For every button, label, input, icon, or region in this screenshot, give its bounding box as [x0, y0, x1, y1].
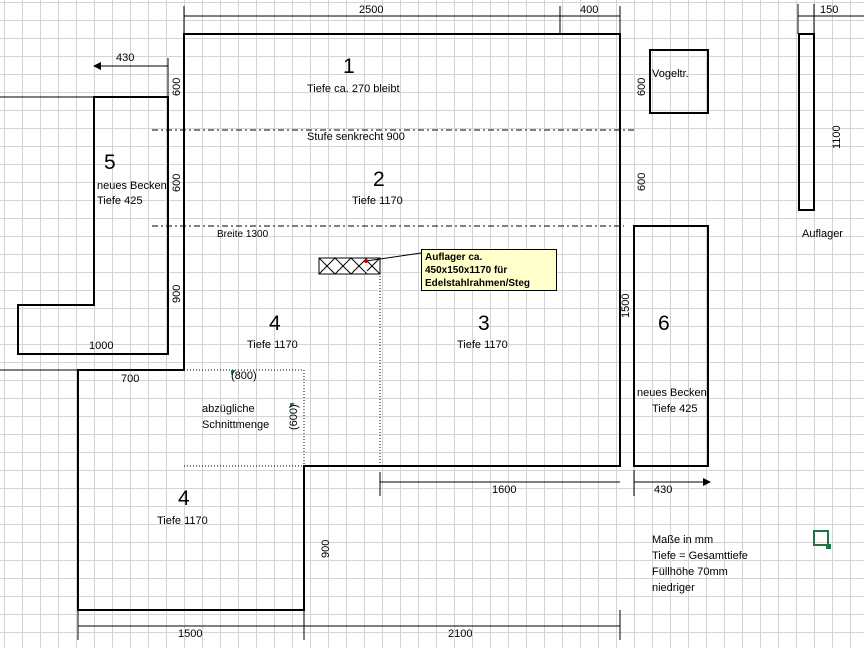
- callout-line-2: 450x150x1170 für: [425, 265, 508, 276]
- dim-2100: 2100: [448, 628, 473, 640]
- dim-900-bottom: 900: [320, 539, 332, 558]
- dotted-lines: [184, 276, 381, 467]
- callout-line-3: Edelstahlrahmen/Steg: [425, 278, 531, 289]
- area-6-number: 6: [658, 312, 670, 335]
- area-6-label-1: neues Becken: [637, 387, 707, 399]
- notes-line-2: Tiefe = Gesamttiefe: [652, 550, 748, 562]
- area-2-number: 2: [373, 168, 385, 191]
- area-6-label-2: Tiefe 425: [652, 403, 698, 415]
- dim-800: (800): [231, 370, 257, 382]
- dim-600-right-b: 600: [636, 172, 648, 191]
- area-4-upper-label: Tiefe 1170: [247, 339, 298, 351]
- support-label: Auflager: [802, 228, 843, 240]
- section-lines: [152, 129, 636, 227]
- area-5-label-2: Tiefe 425: [97, 195, 143, 207]
- support-outline: [798, 33, 815, 211]
- area-1-number: 1: [343, 55, 355, 78]
- area-4-lower-number: 4: [178, 487, 190, 510]
- area-3-number: 3: [478, 312, 490, 335]
- cut-label-2: Schnittmenge: [202, 419, 270, 431]
- main-basin-outline: [77, 33, 621, 611]
- area-1-label: Tiefe ca. 270 bleibt: [307, 83, 400, 95]
- dim-1500-bottom: 1500: [178, 628, 203, 640]
- basin-6-outline: [633, 225, 709, 467]
- basin-outlines: [17, 33, 815, 611]
- dim-600-left-b: 600: [171, 173, 183, 192]
- step-label: Stufe senkrecht 900: [307, 131, 405, 143]
- dim-1000: 1000: [89, 340, 114, 352]
- basin-5-outline: [17, 96, 169, 355]
- area-4-lower-label: Tiefe 1170: [157, 515, 208, 527]
- callout-marker: [364, 259, 368, 263]
- dim-150: 150: [820, 4, 839, 16]
- callout-line-1: Auflager ca.: [425, 252, 483, 263]
- area-5-label-1: neues Becken: [97, 180, 167, 192]
- dim-1600: 1600: [492, 484, 517, 496]
- notes-line-3: Füllhöhe 70mm: [652, 566, 728, 578]
- callout-leader: [365, 252, 422, 262]
- dim-430-bottom: 430: [654, 484, 673, 496]
- dim-900-left: 900: [171, 284, 183, 303]
- bird-bath-outline: [649, 49, 709, 114]
- bird-bath-label: Vogeltr.: [652, 68, 689, 80]
- notes-line-1: Maße in mm: [652, 534, 714, 546]
- dim-2500: 2500: [359, 4, 384, 16]
- cut-label-1: abzügliche: [202, 403, 255, 415]
- cell-note-triangle-2: [290, 403, 295, 408]
- notes-block: Maße in mm Tiefe = Gesamttiefe Füllhöhe …: [652, 532, 748, 596]
- dim-430-top: 430: [116, 52, 135, 64]
- dim-1100: 1100: [831, 125, 843, 149]
- area-5-number: 5: [104, 151, 116, 174]
- dim-600-left-a: 600: [171, 77, 183, 96]
- area-2-label: Tiefe 1170: [352, 195, 403, 207]
- cell-note-triangle-1: [231, 370, 236, 375]
- extension-lines: [0, 4, 864, 640]
- dim-400: 400: [580, 4, 599, 16]
- fill-handle[interactable]: [826, 544, 831, 549]
- area-4-upper-number: 4: [269, 312, 281, 335]
- active-cell-selection[interactable]: [813, 530, 829, 546]
- dim-700: 700: [121, 373, 140, 385]
- width-label: Breite 1300: [217, 229, 269, 240]
- area-3-label: Tiefe 1170: [457, 339, 508, 351]
- dim-1500-right: 1500: [620, 293, 632, 318]
- arrowheads: [93, 62, 711, 486]
- support-callout: Auflager ca. 450x150x1170 für Edelstahlr…: [421, 249, 557, 291]
- notes-line-4: niedriger: [652, 582, 695, 594]
- dim-600-right-a: 600: [636, 77, 648, 96]
- dim-600-paren: (600): [288, 404, 300, 430]
